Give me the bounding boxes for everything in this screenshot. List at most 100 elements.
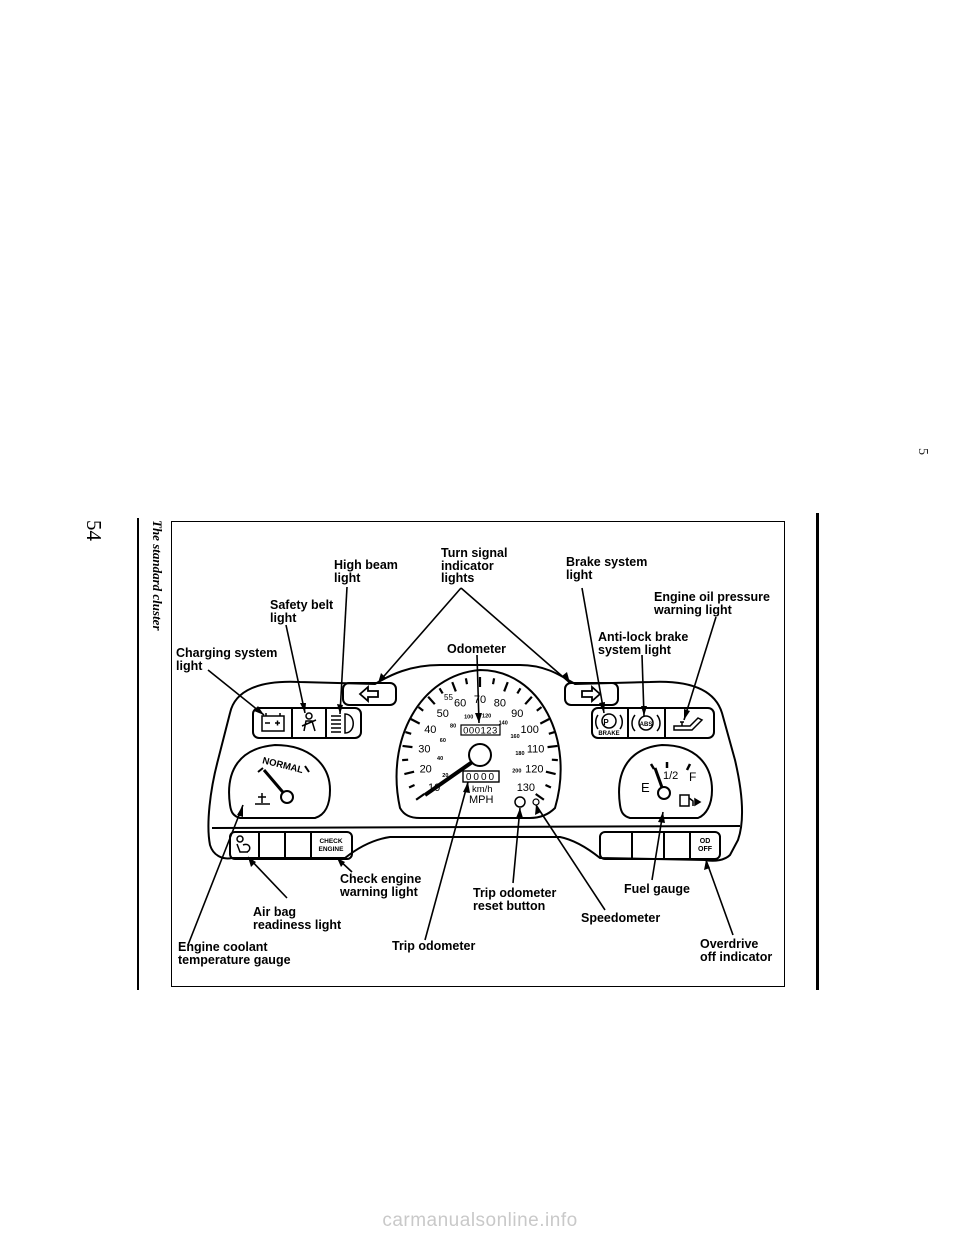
speedometer-label: 40 [424, 724, 436, 736]
bottom-left-panel [229, 831, 353, 860]
speedometer-tick [410, 718, 421, 725]
speedometer-tick [438, 687, 444, 695]
callout-brake-system: Brake system light [566, 555, 648, 582]
trip-odometer-window [462, 770, 500, 783]
overdrive-label-line2: OFF [698, 846, 713, 853]
callout-air-bag: Air bag readiness light [253, 905, 342, 932]
left-turn-arrow-icon [358, 685, 379, 703]
temp-gauge-dial [228, 743, 332, 819]
battery-icon [261, 713, 285, 732]
coolant-temp-icon [255, 793, 270, 805]
right-turn-box [564, 682, 619, 706]
temp-gauge-marks [257, 765, 310, 773]
oil-can-icon [673, 717, 704, 731]
fuel-full-label: F [689, 770, 696, 784]
kmh-label: 20 [442, 773, 448, 779]
speedometer-tick [402, 744, 413, 749]
cluster-housing [207, 664, 743, 862]
kmh-label: 140 [499, 720, 508, 726]
air-bag-icon [236, 835, 251, 853]
speedometer-label: 30 [418, 743, 430, 755]
kmh-unit: km/h [472, 784, 493, 795]
trip-odometer-reading: 0000 [466, 772, 496, 783]
callout-anti-lock: Anti-lock brake system light [598, 630, 689, 657]
kmh-label: 180 [515, 751, 524, 757]
check-engine-label-line2: ENGINE [319, 846, 345, 853]
overdrive-label-line1: OD [700, 838, 711, 845]
speedometer-tick [539, 718, 550, 725]
speedometer-tick [535, 793, 545, 801]
speedometer-tick [464, 678, 469, 685]
fuel-hub [657, 786, 671, 800]
kmh-label: 200 [512, 769, 521, 775]
speedometer-tick [408, 783, 415, 789]
callout-leader-lines [187, 586, 734, 946]
callout-safety-belt: Safety belt light [270, 598, 334, 625]
callout-arrowheads [237, 672, 710, 870]
speedometer-tick [545, 770, 556, 776]
cluster-lower-line [211, 825, 741, 829]
odometer-reading: 000123 [463, 726, 498, 737]
speedometer-tick [503, 681, 509, 692]
fuel-pump-icon [679, 794, 702, 807]
callout-charging: Charging system light [176, 646, 278, 673]
seat-belt-icon [301, 712, 317, 732]
speedometer-tick [547, 744, 558, 749]
speedometer-tick [451, 681, 457, 692]
figure-frame [171, 521, 785, 987]
speedometer-tick [415, 793, 425, 801]
kmh-label: 100 [464, 715, 473, 721]
speedometer-tick [491, 678, 496, 685]
callout-overdrive: Overdrive off indicator [700, 937, 773, 964]
fuel-half-label: 1/2 [663, 770, 678, 782]
speedometer-label: 20 [420, 764, 432, 776]
fuel-empty-label: E [641, 780, 650, 795]
speedometer-tick [524, 696, 533, 705]
fuel-gauge-dial [618, 743, 714, 819]
speedometer-needle [423, 756, 480, 797]
brake-icon [595, 713, 623, 730]
speedometer-label: 50 [437, 708, 449, 720]
odometer-window [460, 724, 501, 736]
callout-check-engine: Check engine warning light [340, 872, 422, 899]
right-warning-panel [591, 707, 715, 739]
speedometer-label: 60 [454, 698, 466, 710]
speedometer-tick [516, 687, 522, 695]
speedometer-tick [417, 706, 424, 712]
park-label: P [603, 718, 609, 727]
right-turn-arrow-icon [581, 685, 602, 703]
kmh-label: 40 [437, 756, 443, 762]
high-beam-icon [331, 713, 354, 734]
mph-unit: MPH [469, 794, 494, 806]
speedo-pivot-mark [532, 798, 540, 806]
speedometer-tick [536, 706, 543, 712]
callout-trip-reset: Trip odometer reset button [473, 886, 557, 913]
callout-coolant-gauge: Engine coolant temperature gauge [178, 940, 291, 967]
callout-speedometer: Speedometer [581, 911, 661, 925]
speedometer-label: 120 [525, 764, 543, 776]
speedometer-tick [405, 731, 412, 735]
brake-label: BRAKE [598, 731, 619, 737]
trip-reset-button [514, 796, 526, 808]
fuel-gauge-marks [649, 762, 692, 771]
speedometer-dial [395, 668, 562, 819]
speedometer-ticks [402, 677, 558, 801]
kmh-label: 160 [510, 734, 519, 740]
abs-icon [631, 714, 661, 732]
speed-limit-mark: 55 [444, 693, 453, 702]
speedometer-label: 70 [474, 694, 486, 706]
callout-high-beam: High beam light [334, 558, 398, 585]
speedometer-tick [545, 783, 552, 789]
callout-turn-signal: Turn signal indicator lights [441, 546, 508, 585]
callout-fuel-gauge: Fuel gauge [624, 882, 690, 896]
temp-hub [280, 790, 294, 804]
left-turn-box [342, 682, 397, 706]
speedometer-label: 80 [494, 698, 506, 710]
left-warning-panel [252, 707, 362, 739]
callout-trip-odometer: Trip odometer [392, 939, 476, 953]
speedometer-tick [548, 731, 555, 735]
check-engine-label-line1: CHECK [319, 838, 342, 845]
speedometer-tick [404, 770, 415, 776]
speedometer-label: 110 [527, 743, 545, 755]
